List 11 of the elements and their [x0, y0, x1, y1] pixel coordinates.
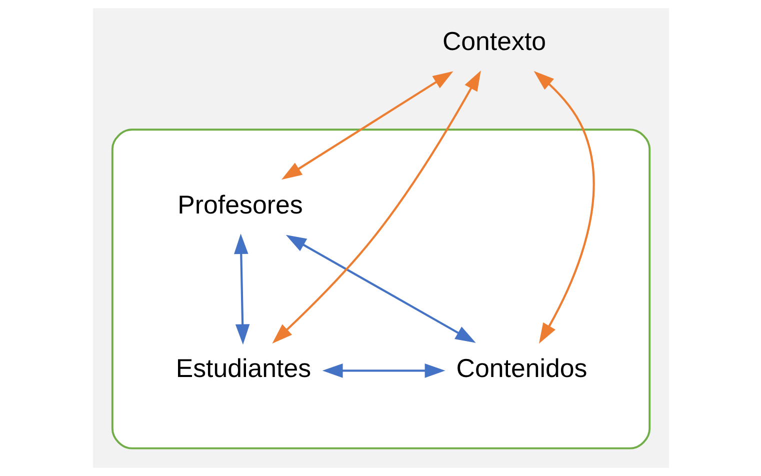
- node-text: Contexto: [442, 28, 546, 56]
- arrow: [234, 234, 250, 345]
- node-text: Estudiantes: [175, 354, 311, 383]
- arrow: [533, 71, 594, 344]
- cluster: [110, 128, 650, 450]
- arrow: [272, 70, 480, 344]
- arrow: [285, 234, 476, 343]
- node-text: Contenidos: [456, 354, 587, 383]
- arrow: [322, 364, 445, 378]
- arrow: [280, 71, 453, 180]
- node-text: Profesores: [177, 191, 302, 220]
